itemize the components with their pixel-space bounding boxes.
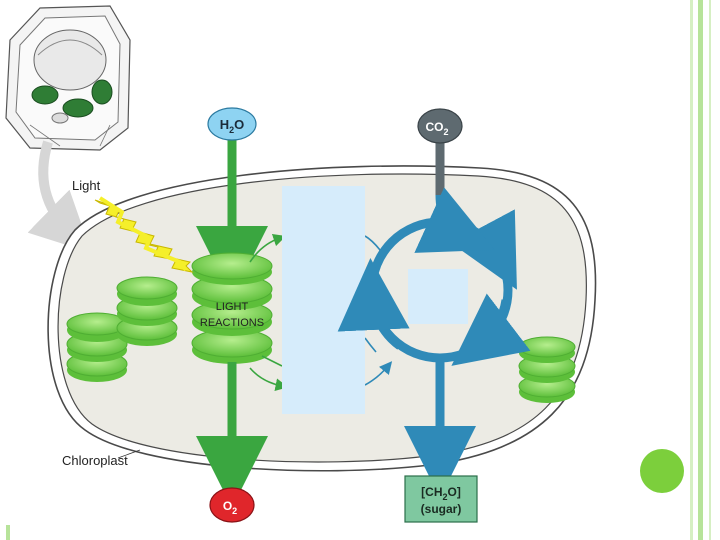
water-subscript: 2: [229, 125, 234, 135]
slide-accent-dot: [640, 449, 684, 493]
blank-label-box-cycle: [408, 269, 468, 324]
slide-right-border: [690, 0, 711, 540]
plant-cell-icon: [5, 5, 131, 151]
blue-curve-arrow-top: [364, 235, 381, 251]
green-curve-arrow-top: [249, 233, 287, 263]
co2-label: CO: [425, 120, 443, 134]
oxygen-label: O: [223, 499, 232, 513]
blue-short-arrow: [364, 337, 377, 353]
svg-text:O2: O2: [223, 499, 237, 516]
blank-label-box-tall: [282, 186, 365, 414]
chloroplast-label: Chloroplast: [62, 453, 128, 468]
sugar-label: (sugar): [421, 502, 462, 516]
light-reactions-label-line2: REACTIONS: [200, 317, 264, 329]
sugar-formula-post: O]: [448, 485, 461, 499]
sugar-output-box: [CH2O] (sugar): [404, 475, 478, 523]
thylakoid-stack-right: [518, 336, 576, 403]
water-label: H: [220, 117, 229, 132]
chloroplast-leader-line: [117, 449, 141, 459]
thylakoid-stack-left: [66, 312, 128, 382]
sugar-formula-sub: 2: [442, 492, 447, 502]
co2-subscript: 2: [443, 127, 448, 137]
light-reactions-label-line1: LIGHT: [216, 301, 249, 313]
green-short-arrow: [261, 355, 283, 367]
zoom-arrow: [27, 140, 92, 253]
thylakoid-stack-middle: [116, 276, 178, 346]
light-reactions-stack: [191, 252, 273, 364]
svg-text:[CH2O]: [CH2O]: [421, 485, 461, 502]
sugar-formula-pre: [CH: [421, 485, 442, 499]
oxygen-subscript: 2: [232, 506, 237, 516]
svg-text:CO2: CO2: [425, 120, 448, 137]
water-label-tail: O: [234, 117, 244, 132]
slide-corner-mark: [6, 525, 10, 540]
blue-curve-arrow-bottom: [364, 361, 393, 386]
svg-text:H2O: H2O: [220, 117, 245, 135]
light-label: Light: [72, 178, 101, 193]
oxygen-output-bubble: O2: [209, 487, 255, 523]
green-curve-arrow-bottom: [249, 367, 289, 392]
co2-input-arrow: [414, 187, 495, 253]
lightning-zigzag: [98, 196, 188, 272]
co2-input-bubble: CO2: [417, 108, 463, 144]
water-input-bubble: H2O: [207, 107, 257, 141]
